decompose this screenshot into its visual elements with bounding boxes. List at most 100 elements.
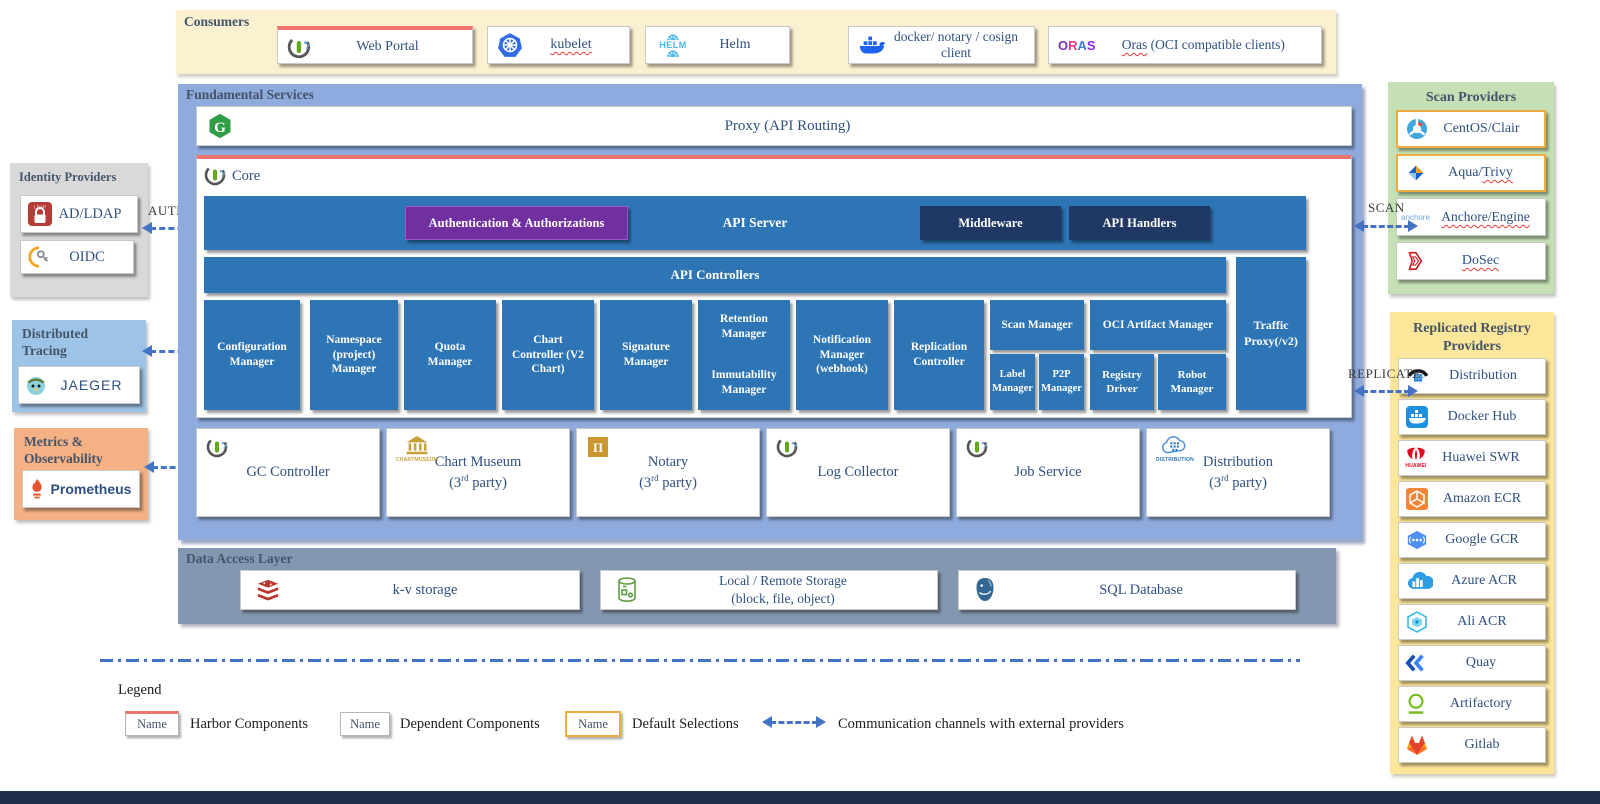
quay-icon bbox=[1405, 653, 1427, 673]
huawei-icon: HUAWEI bbox=[1405, 447, 1427, 469]
log-collector-card: Log Collector bbox=[766, 428, 950, 517]
scanner-anchore-engine: anchore Anchore/Engine bbox=[1396, 198, 1546, 236]
registry-quay-label: Quay bbox=[1465, 655, 1497, 670]
harbor-logo-icon bbox=[206, 435, 230, 459]
scan-manager-box: Scan Manager bbox=[990, 300, 1084, 350]
registry-providers-title: Replicated Registry Providers bbox=[1413, 321, 1531, 354]
distribution-service-card: DISTRIBUTION Distribution (3rd party) bbox=[1146, 428, 1330, 517]
consumer-docker-client: docker/ notary / cosign client bbox=[848, 26, 1035, 64]
idp-oidc: OIDC bbox=[20, 240, 134, 274]
job-service-label: Job Service bbox=[1014, 464, 1082, 481]
notary-card: Π Notary (3rd party) bbox=[576, 428, 760, 517]
prometheus-flame-icon bbox=[27, 478, 47, 500]
helm-label: Helm bbox=[719, 37, 751, 52]
registry-azure-acr: Azure ACR bbox=[1398, 563, 1546, 599]
scan-arrow bbox=[1354, 220, 1418, 232]
storage-bucket-icon bbox=[615, 576, 639, 604]
harbor-logo-icon bbox=[287, 34, 313, 60]
docker-hub-icon bbox=[1405, 405, 1429, 429]
registry-docker-hub-label: Docker Hub bbox=[1447, 409, 1517, 424]
harbor-logo-icon bbox=[204, 163, 228, 187]
kv-storage-card: k-v storage bbox=[240, 570, 580, 610]
huawei-logo-text: HUAWEI bbox=[1405, 463, 1427, 469]
registry-gitlab-label: Gitlab bbox=[1464, 737, 1500, 752]
legend-comm-label: Communication channels with external pro… bbox=[838, 716, 1124, 732]
registry-ali-acr-label: Ali ACR bbox=[1457, 614, 1507, 629]
chart-museum-label: Chart Museum (3rd party) bbox=[434, 453, 522, 491]
label-manager-box: Label Manager bbox=[990, 354, 1035, 410]
registry-distribution-label: Distribution bbox=[1449, 368, 1517, 383]
replication-controller-box: Replication Controller bbox=[894, 300, 984, 410]
dosec-icon bbox=[1404, 250, 1426, 272]
nginx-proxy-icon: G bbox=[206, 112, 234, 140]
oras-letter: R bbox=[1068, 37, 1078, 53]
ldap-lock-icon: LDAP bbox=[27, 201, 53, 227]
legend-title: Legend bbox=[118, 682, 162, 698]
jaeger-logo-text: JAEGER bbox=[60, 377, 123, 393]
svg-text:Π: Π bbox=[593, 440, 603, 455]
oras-letter: A bbox=[1077, 37, 1087, 53]
distributed-tracing-title: Distributed Tracing bbox=[22, 326, 89, 358]
docker-icon bbox=[858, 33, 888, 57]
registry-distribution: Distribution bbox=[1398, 358, 1546, 394]
replicate-arrow bbox=[1354, 385, 1418, 397]
harbor-logo-icon bbox=[776, 435, 800, 459]
artifactory-icon bbox=[1405, 692, 1427, 716]
registry-artifactory-label: Artifactory bbox=[1449, 696, 1513, 711]
gitlab-icon bbox=[1405, 734, 1429, 756]
registry-amazon-ecr-label: Amazon ECR bbox=[1442, 491, 1522, 506]
signature-manager-box: Signature Manager bbox=[600, 300, 692, 410]
google-gcr-icon bbox=[1405, 529, 1429, 551]
notification-manager-box: Notification Manager (webhook) bbox=[796, 300, 888, 410]
distribution-cloud-icon: DISTRIBUTION bbox=[1156, 435, 1194, 463]
amazon-ecr-icon bbox=[1405, 487, 1429, 511]
web-portal-label: Web Portal bbox=[356, 38, 419, 54]
oci-artifact-manager-box: OCI Artifact Manager bbox=[1090, 300, 1226, 350]
replicate-arrow-label: REPLICATE bbox=[1348, 366, 1422, 381]
auth-authorizations-box: Authentication & Authorizations bbox=[405, 206, 628, 240]
oidc-label: OIDC bbox=[69, 248, 105, 265]
chart-controller-box: Chart Controller (V2 Chart) bbox=[502, 300, 594, 410]
aqua-icon bbox=[1405, 162, 1427, 184]
consumers-title: Consumers bbox=[184, 14, 250, 29]
legend-default-label: Default Selections bbox=[632, 716, 739, 732]
chartmuseum-logo-text: CHARTMUSEUM bbox=[396, 457, 438, 463]
helm-icon: HELM bbox=[655, 33, 691, 57]
oras-label: Oras (OCI compatible clients) bbox=[1121, 37, 1285, 52]
distribution-logo-text: DISTRIBUTION bbox=[1156, 457, 1194, 463]
robot-manager-box: Robot Manager bbox=[1158, 354, 1226, 410]
legend-harbor-label: Harbor Components bbox=[190, 716, 308, 732]
configuration-manager-box: Configuration Manager bbox=[204, 300, 300, 410]
registry-amazon-ecr: Amazon ECR bbox=[1398, 481, 1546, 517]
ad-ldap-label: AD/LDAP bbox=[58, 205, 122, 222]
centos-clair-label: CentOS/Clair bbox=[1443, 121, 1520, 136]
consumer-kubelet: kubelet bbox=[487, 26, 630, 64]
notary-icon: Π bbox=[586, 435, 610, 459]
redis-icon bbox=[255, 578, 281, 602]
svg-text:G: G bbox=[214, 119, 226, 136]
oras-letter: O bbox=[1058, 37, 1069, 53]
auth-arrow-label: AUTH bbox=[148, 203, 187, 218]
postgresql-icon bbox=[973, 577, 997, 603]
legend-harbor-namebox: Name bbox=[125, 711, 179, 736]
aqua-trivy-label: Aqua/Trivy bbox=[1448, 165, 1513, 180]
scan-providers-title: Scan Providers bbox=[1425, 90, 1517, 105]
kv-storage-label: k-v storage bbox=[392, 581, 458, 598]
core-label: Core bbox=[232, 168, 261, 184]
distribution-registry-icon bbox=[1405, 365, 1431, 387]
retention-immutability-box: Retention Manager Immutability Manager bbox=[698, 300, 790, 410]
gc-controller-label: GC Controller bbox=[246, 464, 330, 481]
registry-artifactory: Artifactory bbox=[1398, 686, 1546, 722]
notary-label: Notary (3rd party) bbox=[639, 453, 697, 491]
dosec-label: DoSec bbox=[1461, 253, 1500, 268]
azure-acr-icon bbox=[1405, 570, 1433, 592]
chartmuseum-icon: CHARTMUSEUM bbox=[396, 435, 438, 463]
jaeger-card: JAEGER bbox=[18, 366, 140, 404]
sql-database-label: SQL Database bbox=[1099, 581, 1183, 598]
gc-controller-card: GC Controller bbox=[196, 428, 380, 517]
traffic-proxy-box: Traffic Proxy(/v2) bbox=[1236, 257, 1306, 410]
legend-comm-arrow bbox=[762, 716, 826, 728]
registry-google-gcr-label: Google GCR bbox=[1445, 532, 1519, 547]
